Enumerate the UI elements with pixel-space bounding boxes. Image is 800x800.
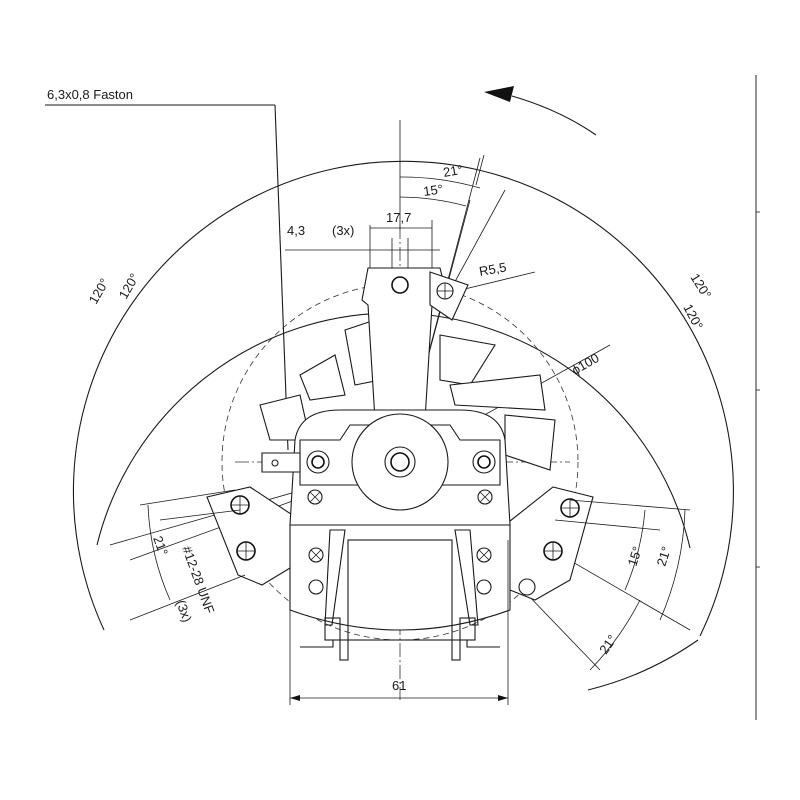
- top-bracket: [361, 267, 469, 421]
- left-angle-dims: [129, 489, 246, 621]
- rotation-arrow-icon: [484, 86, 597, 136]
- diameter-label: ϕ100: [569, 350, 602, 377]
- width-dimension: [289, 540, 509, 705]
- angle-15-top-label: 15°: [422, 181, 444, 199]
- angle-120-outer-left-label: 120°: [86, 276, 112, 307]
- terminal-label: 6,3x0,8 Faston: [47, 87, 133, 102]
- angle-120-outer-right-label: 120°: [687, 271, 714, 302]
- rivet-icon: [307, 489, 493, 505]
- motor-body: [261, 409, 511, 526]
- angle-21-bottom-right-label: 21°: [596, 632, 620, 657]
- angle-21-left-label: 21°: [150, 534, 171, 558]
- stator-body: [289, 524, 511, 661]
- angle-15-right-label: 15°: [625, 545, 645, 568]
- angle-120-inner-left-label: 120°: [116, 271, 142, 302]
- left-bracket: [206, 486, 301, 586]
- radius-label: R5,5: [478, 259, 508, 279]
- dim-4-3-label: 4,3: [287, 223, 305, 238]
- dim-3x-top-label: (3x): [332, 223, 354, 238]
- dim-61-label: 61: [392, 678, 406, 693]
- terminal-leader: [45, 104, 289, 451]
- right-angle-dims: [554, 499, 691, 671]
- thread-qty-label: (3x): [173, 598, 195, 624]
- angle-21-top-label: 21°: [442, 162, 464, 180]
- frame-border: [755, 75, 760, 720]
- fan-blades: [259, 319, 556, 471]
- angle-120-inner-right-label: 120°: [680, 301, 706, 332]
- angle-21-right-label: 21°: [654, 545, 674, 568]
- diameter-100-circle: [221, 283, 579, 641]
- dim-17-7-label: 17,7: [386, 210, 411, 225]
- right-bracket: [504, 486, 594, 601]
